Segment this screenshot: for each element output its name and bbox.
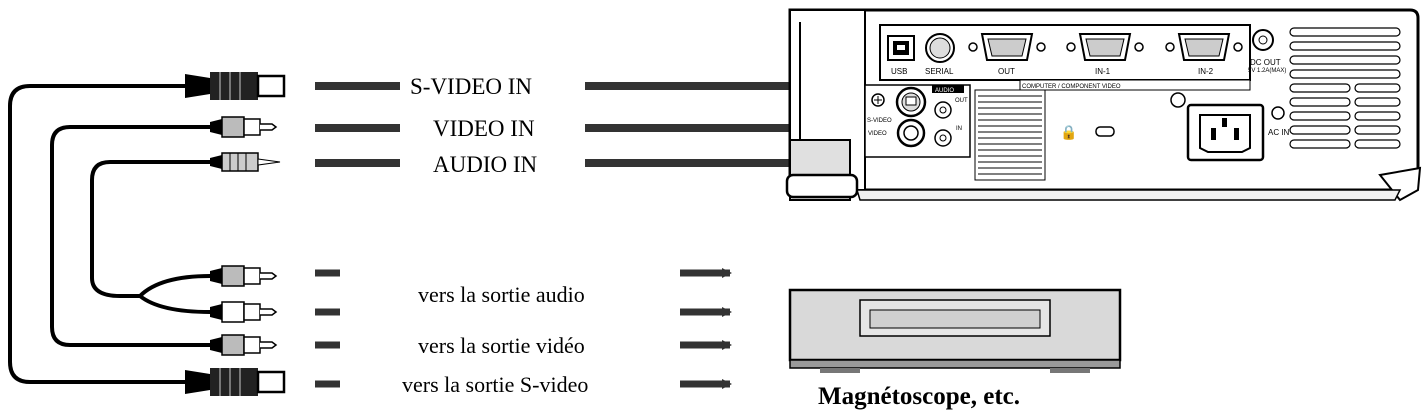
bottom-connection-lines — [315, 268, 732, 389]
port-audio-out-label: OUT — [955, 98, 968, 104]
to-audio-out-label: vers la sortie audio — [418, 282, 585, 307]
port-serial-label: SERIAL — [925, 67, 954, 76]
audio-split-bottom — [138, 294, 211, 314]
port-audio-in-label: IN — [956, 126, 962, 132]
rca-plug-icon — [210, 116, 278, 138]
audio-in-label: AUDIO IN — [433, 152, 538, 177]
port-computer-label: COMPUTER / COMPONENT VIDEO — [1022, 84, 1121, 90]
video-jack-icon — [896, 118, 926, 148]
port-ac-in-label: AC IN — [1268, 128, 1290, 137]
port-usb-label: USB — [891, 67, 907, 76]
svideo-plug-bottom-icon — [185, 368, 286, 396]
svideo-jack-icon — [895, 86, 927, 118]
speaker-grille — [974, 89, 1046, 181]
to-video-out-label: vers la sortie vidéo — [418, 333, 585, 358]
port-dc-out-label: DC OUT — [1250, 58, 1281, 67]
rca-plug-video-icon — [210, 334, 278, 356]
video-cable — [50, 125, 210, 347]
cables — [8, 84, 211, 384]
rca-plug-audio-l-icon — [210, 265, 278, 287]
vga-port-in1-icon — [1066, 33, 1144, 61]
minijack-plug-icon — [210, 152, 281, 172]
projector-icon: USB SERIAL OUT IN-1 IN-2 COMPUTER / — [785, 8, 1422, 202]
to-svideo-out-label: vers la sortie S-video — [402, 372, 588, 397]
rca-plug-audio-r-icon — [210, 301, 278, 323]
port-dc-rating-label: 5V 1.2A(MAX) — [1248, 68, 1286, 74]
video-in-label: VIDEO IN — [433, 116, 535, 141]
port-out-label: OUT — [998, 67, 1015, 76]
svideo-plug-icon — [185, 72, 286, 100]
port-svideo-label: S-VIDEO — [867, 118, 892, 124]
port-video-label: VIDEO — [868, 131, 887, 137]
vcr-icon — [788, 288, 1122, 373]
port-in2-label: IN-2 — [1198, 67, 1214, 76]
svideo-in-label: S-VIDEO IN — [410, 74, 532, 99]
vga-port-out-icon — [968, 33, 1046, 61]
audio-cable — [90, 160, 210, 298]
ac-inlet-icon — [1186, 103, 1265, 162]
svideo-cable — [8, 84, 185, 384]
vent-grille — [1289, 27, 1401, 149]
vga-port-in2-icon — [1165, 33, 1243, 61]
port-audio-label: AUDIO — [935, 88, 954, 94]
vcr-caption: Magnétoscope, etc. — [818, 383, 1020, 410]
audio-split-top — [138, 274, 211, 298]
kensington-lock-icon: 🔒 — [1060, 124, 1077, 141]
port-in1-label: IN-1 — [1095, 67, 1111, 76]
